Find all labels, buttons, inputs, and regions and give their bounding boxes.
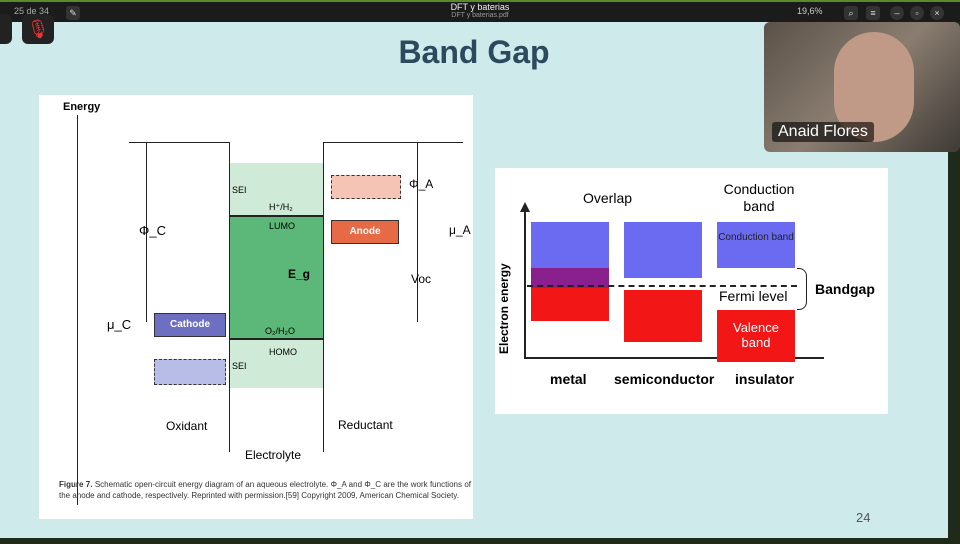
insulator-valence: Valence band — [717, 310, 795, 362]
minimize-button[interactable]: – — [890, 6, 904, 20]
insulator-label: insulator — [735, 371, 795, 387]
insulator-conduction: Conduction band — [717, 222, 795, 268]
fermi-level-line — [527, 285, 797, 287]
bandgap-label: Bandgap — [815, 281, 875, 297]
document-title: DFT y baterias — [450, 2, 510, 12]
semiconductor-conduction — [624, 222, 702, 278]
fermi-level-label: Fermi level — [719, 288, 788, 304]
slide-number: 24 — [856, 510, 871, 525]
close-button[interactable]: × — [930, 6, 944, 20]
energy-label: Energy — [63, 101, 101, 113]
page-indicator[interactable]: 25 de 34 — [14, 6, 50, 16]
energy-diagram-figure: Energy Φ_C μ_C Cathode SEI H⁺/H₂ LUMO E_… — [39, 95, 473, 519]
electrolyte-label: Electrolyte — [245, 448, 302, 462]
metal-conduction — [531, 222, 609, 270]
anode-box: Anode — [331, 220, 399, 244]
voc-label: Voc — [411, 272, 432, 286]
semiconductor-label: semiconductor — [614, 371, 715, 387]
overlap-label: Overlap — [583, 190, 633, 206]
conduction-band-label: Conduction band — [723, 181, 795, 214]
h-h2-label: H⁺/H₂ — [269, 202, 293, 212]
reductant-label: Reductant — [338, 418, 393, 432]
homo-label: HOMO — [269, 347, 297, 357]
document-filename: DFT y baterias.pdf — [451, 12, 509, 19]
cathode-box: Cathode — [154, 313, 226, 337]
electrolyte-window — [230, 215, 323, 340]
mic-muted-icon[interactable]: 🎙︎ — [22, 14, 54, 44]
participant-name: Anaid Flores — [772, 122, 874, 142]
phi-c-label: Φ_C — [139, 223, 166, 238]
annotate-button[interactable]: ✎ — [66, 6, 80, 20]
o2-h2o-label: O₂/H₂O — [265, 326, 295, 336]
zoom-level[interactable]: 19,6% — [797, 6, 823, 16]
maximize-button[interactable]: ▫ — [910, 6, 924, 20]
mu-a-label: μ_A — [449, 223, 471, 237]
sei-top-label: SEI — [232, 185, 247, 195]
oxidant-label: Oxidant — [166, 419, 208, 433]
menu-button[interactable]: ≡ — [866, 6, 880, 20]
lumo-label: LUMO — [269, 221, 296, 231]
slide-title: Band Gap — [398, 34, 550, 70]
semiconductor-valence — [624, 290, 702, 342]
side-control[interactable] — [0, 14, 12, 44]
eg-label: E_g — [288, 267, 311, 281]
figure-caption: Figure 7. Schematic open-circuit energy … — [59, 480, 471, 500]
viewer-toolbar: 25 de 34 ✎ DFT y baterias DFT y baterias… — [0, 0, 960, 22]
search-button[interactable]: ⌕ — [844, 6, 858, 20]
phi-a-label: Φ_A — [409, 177, 434, 191]
metal-valence — [531, 288, 609, 321]
y-axis-label: Electron energy — [497, 263, 511, 354]
participant-video[interactable]: Anaid Flores — [764, 22, 960, 152]
metal-label: metal — [550, 371, 587, 387]
sei-bottom-label: SEI — [232, 361, 247, 371]
metal-overlap — [531, 268, 609, 290]
mu-c-label: μ_C — [107, 317, 132, 332]
band-gap-figure: Electron energy Conduction band Valence … — [495, 168, 888, 414]
